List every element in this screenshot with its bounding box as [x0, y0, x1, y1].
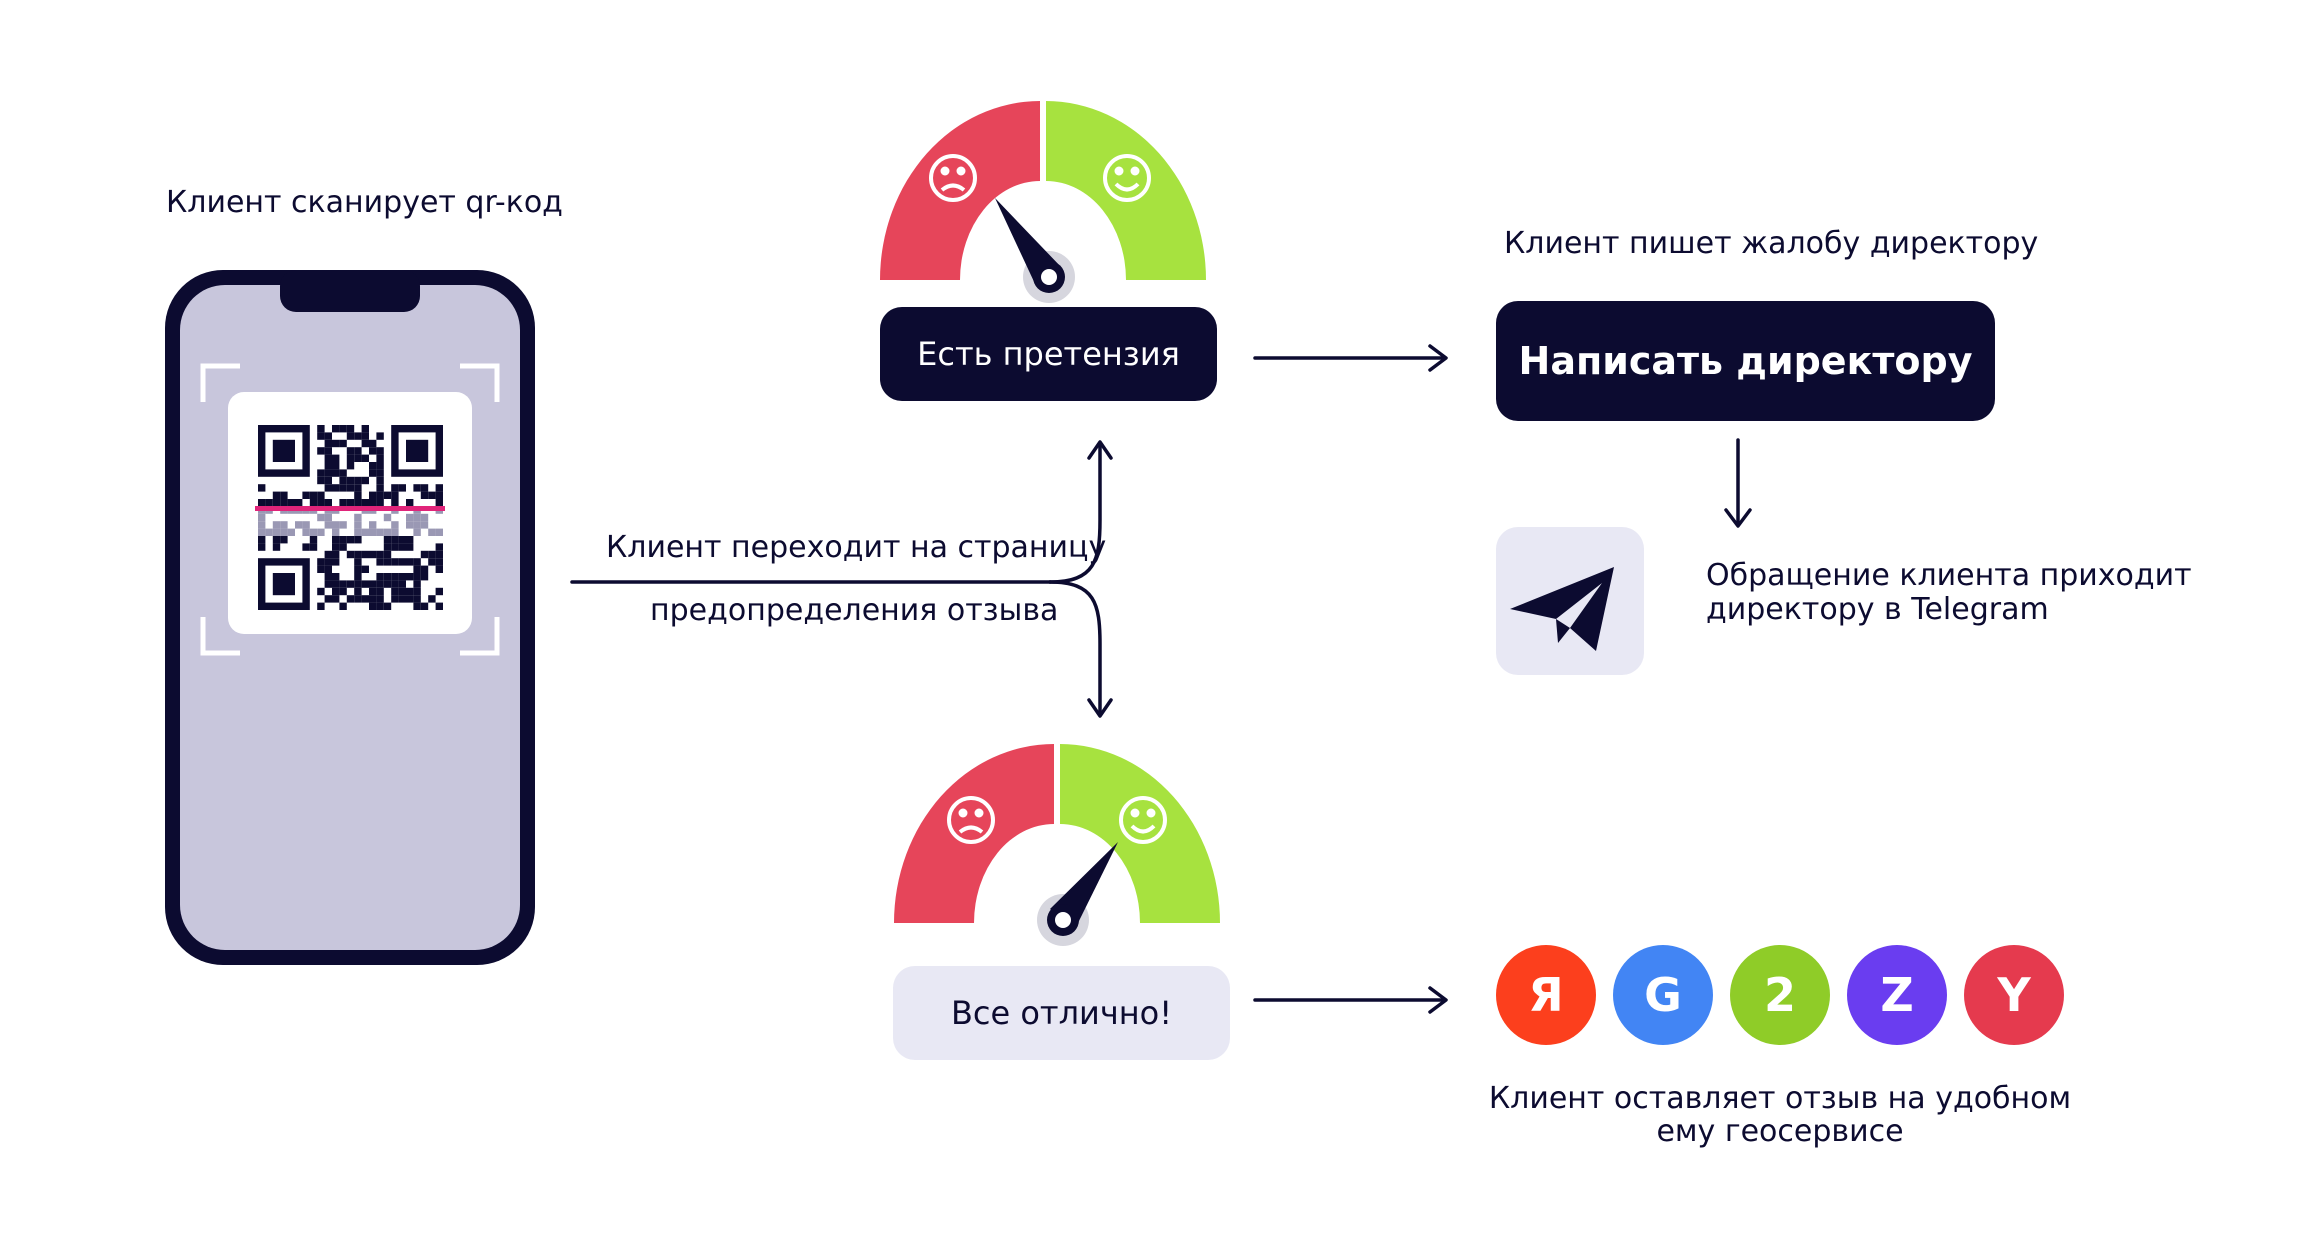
zoon-icon[interactable]: Z — [1847, 945, 1947, 1045]
yell-icon[interactable]: Y — [1964, 945, 2064, 1045]
scan-label: Клиент сканирует qr-код — [166, 185, 563, 220]
write-director-button[interactable]: Написать директору — [1496, 301, 1995, 421]
yandex-icon[interactable]: Я — [1496, 945, 1596, 1045]
happy-face-icon — [1119, 796, 1167, 844]
review-label-line1: Клиент оставляет отзыв на удобном — [1488, 1081, 2072, 1116]
sad-face-icon — [929, 154, 977, 202]
claim-button[interactable]: Есть претензия — [880, 307, 1217, 401]
telegram-label-line2: директору в Telegram — [1706, 592, 2049, 627]
review-label-line2: ему геосервисе — [1656, 1114, 1904, 1149]
qr-code-icon — [258, 425, 443, 610]
complaint-label: Клиент пишет жалобу директору — [1504, 226, 2039, 261]
goto-label-line1: Клиент переходит на страницу — [606, 530, 1107, 565]
2gis-icon[interactable]: 2 — [1730, 945, 1830, 1045]
telegram-tile — [1496, 527, 1644, 675]
telegram-icon — [1510, 567, 1614, 651]
telegram-label-line1: Обращение клиента приходит — [1706, 558, 2192, 593]
all-good-button[interactable]: Все отлично! — [893, 966, 1230, 1060]
sad-face-icon — [947, 796, 995, 844]
happy-face-icon — [1103, 154, 1151, 202]
goto-label-line2: предопределения отзыва — [650, 593, 1059, 628]
google-icon[interactable]: G — [1613, 945, 1713, 1045]
